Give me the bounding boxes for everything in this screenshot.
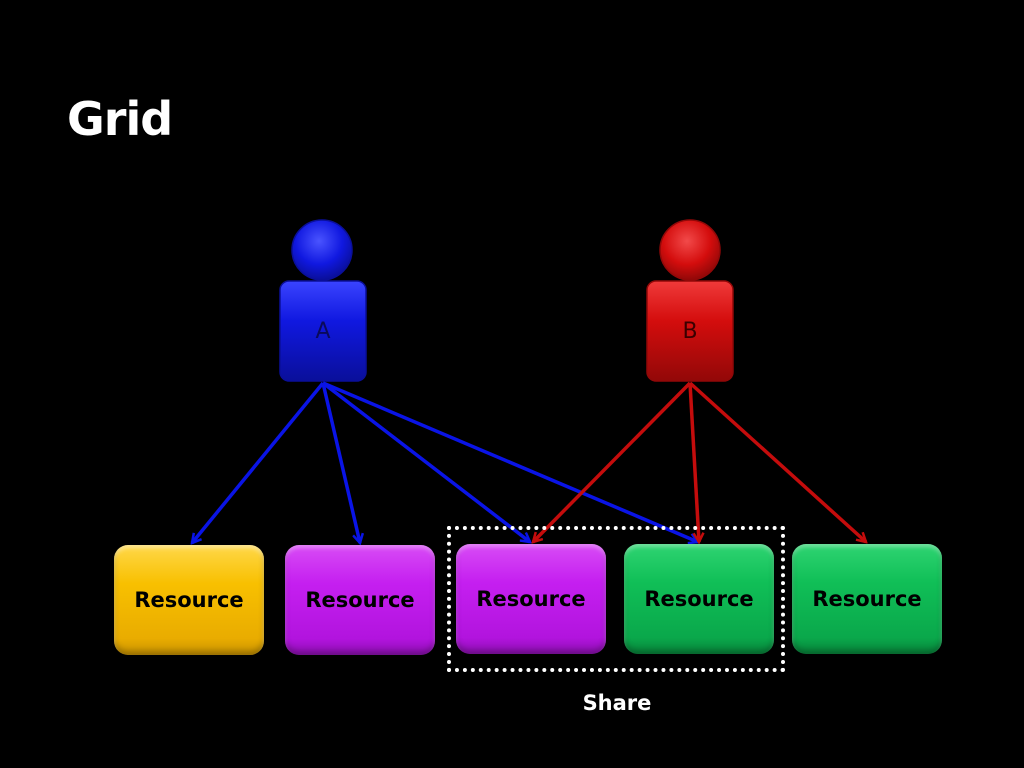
resource-2-label: Resource: [305, 588, 415, 612]
resource-5-label: Resource: [812, 587, 922, 611]
resource-box-3[interactable]: Resource: [456, 544, 606, 654]
slide-title: Grid: [67, 92, 173, 146]
person-a-label: A: [315, 319, 331, 344]
person-a-head: [291, 219, 353, 281]
arrow-b-to-resource-4: [688, 382, 699, 542]
person-a-body: [279, 280, 367, 382]
arrow-b-to-resource-5: [688, 381, 866, 542]
resource-box-4[interactable]: Resource: [624, 544, 774, 654]
resource-box-2[interactable]: Resource: [285, 545, 435, 655]
arrow-a-to-resource-3: [321, 381, 530, 542]
person-a-icon[interactable]: [279, 219, 367, 382]
share-label: Share: [582, 691, 652, 715]
resource-box-1[interactable]: Resource: [114, 545, 264, 655]
resource-3-label: Resource: [476, 587, 586, 611]
resource-1-label: Resource: [134, 588, 244, 612]
arrow-b-to-resource-3: [533, 381, 692, 542]
person-b-icon[interactable]: [646, 219, 734, 382]
resource-4-label: Resource: [644, 587, 754, 611]
person-b-label: B: [682, 319, 698, 344]
arrow-a-to-resource-4: [322, 381, 698, 542]
person-b-body: [646, 280, 734, 382]
share-group-box: [447, 526, 785, 672]
arrow-a-to-resource-2: [321, 382, 360, 543]
person-b-head: [659, 219, 721, 281]
arrow-a-to-resource-1: [192, 381, 325, 543]
resource-box-5[interactable]: Resource: [792, 544, 942, 654]
